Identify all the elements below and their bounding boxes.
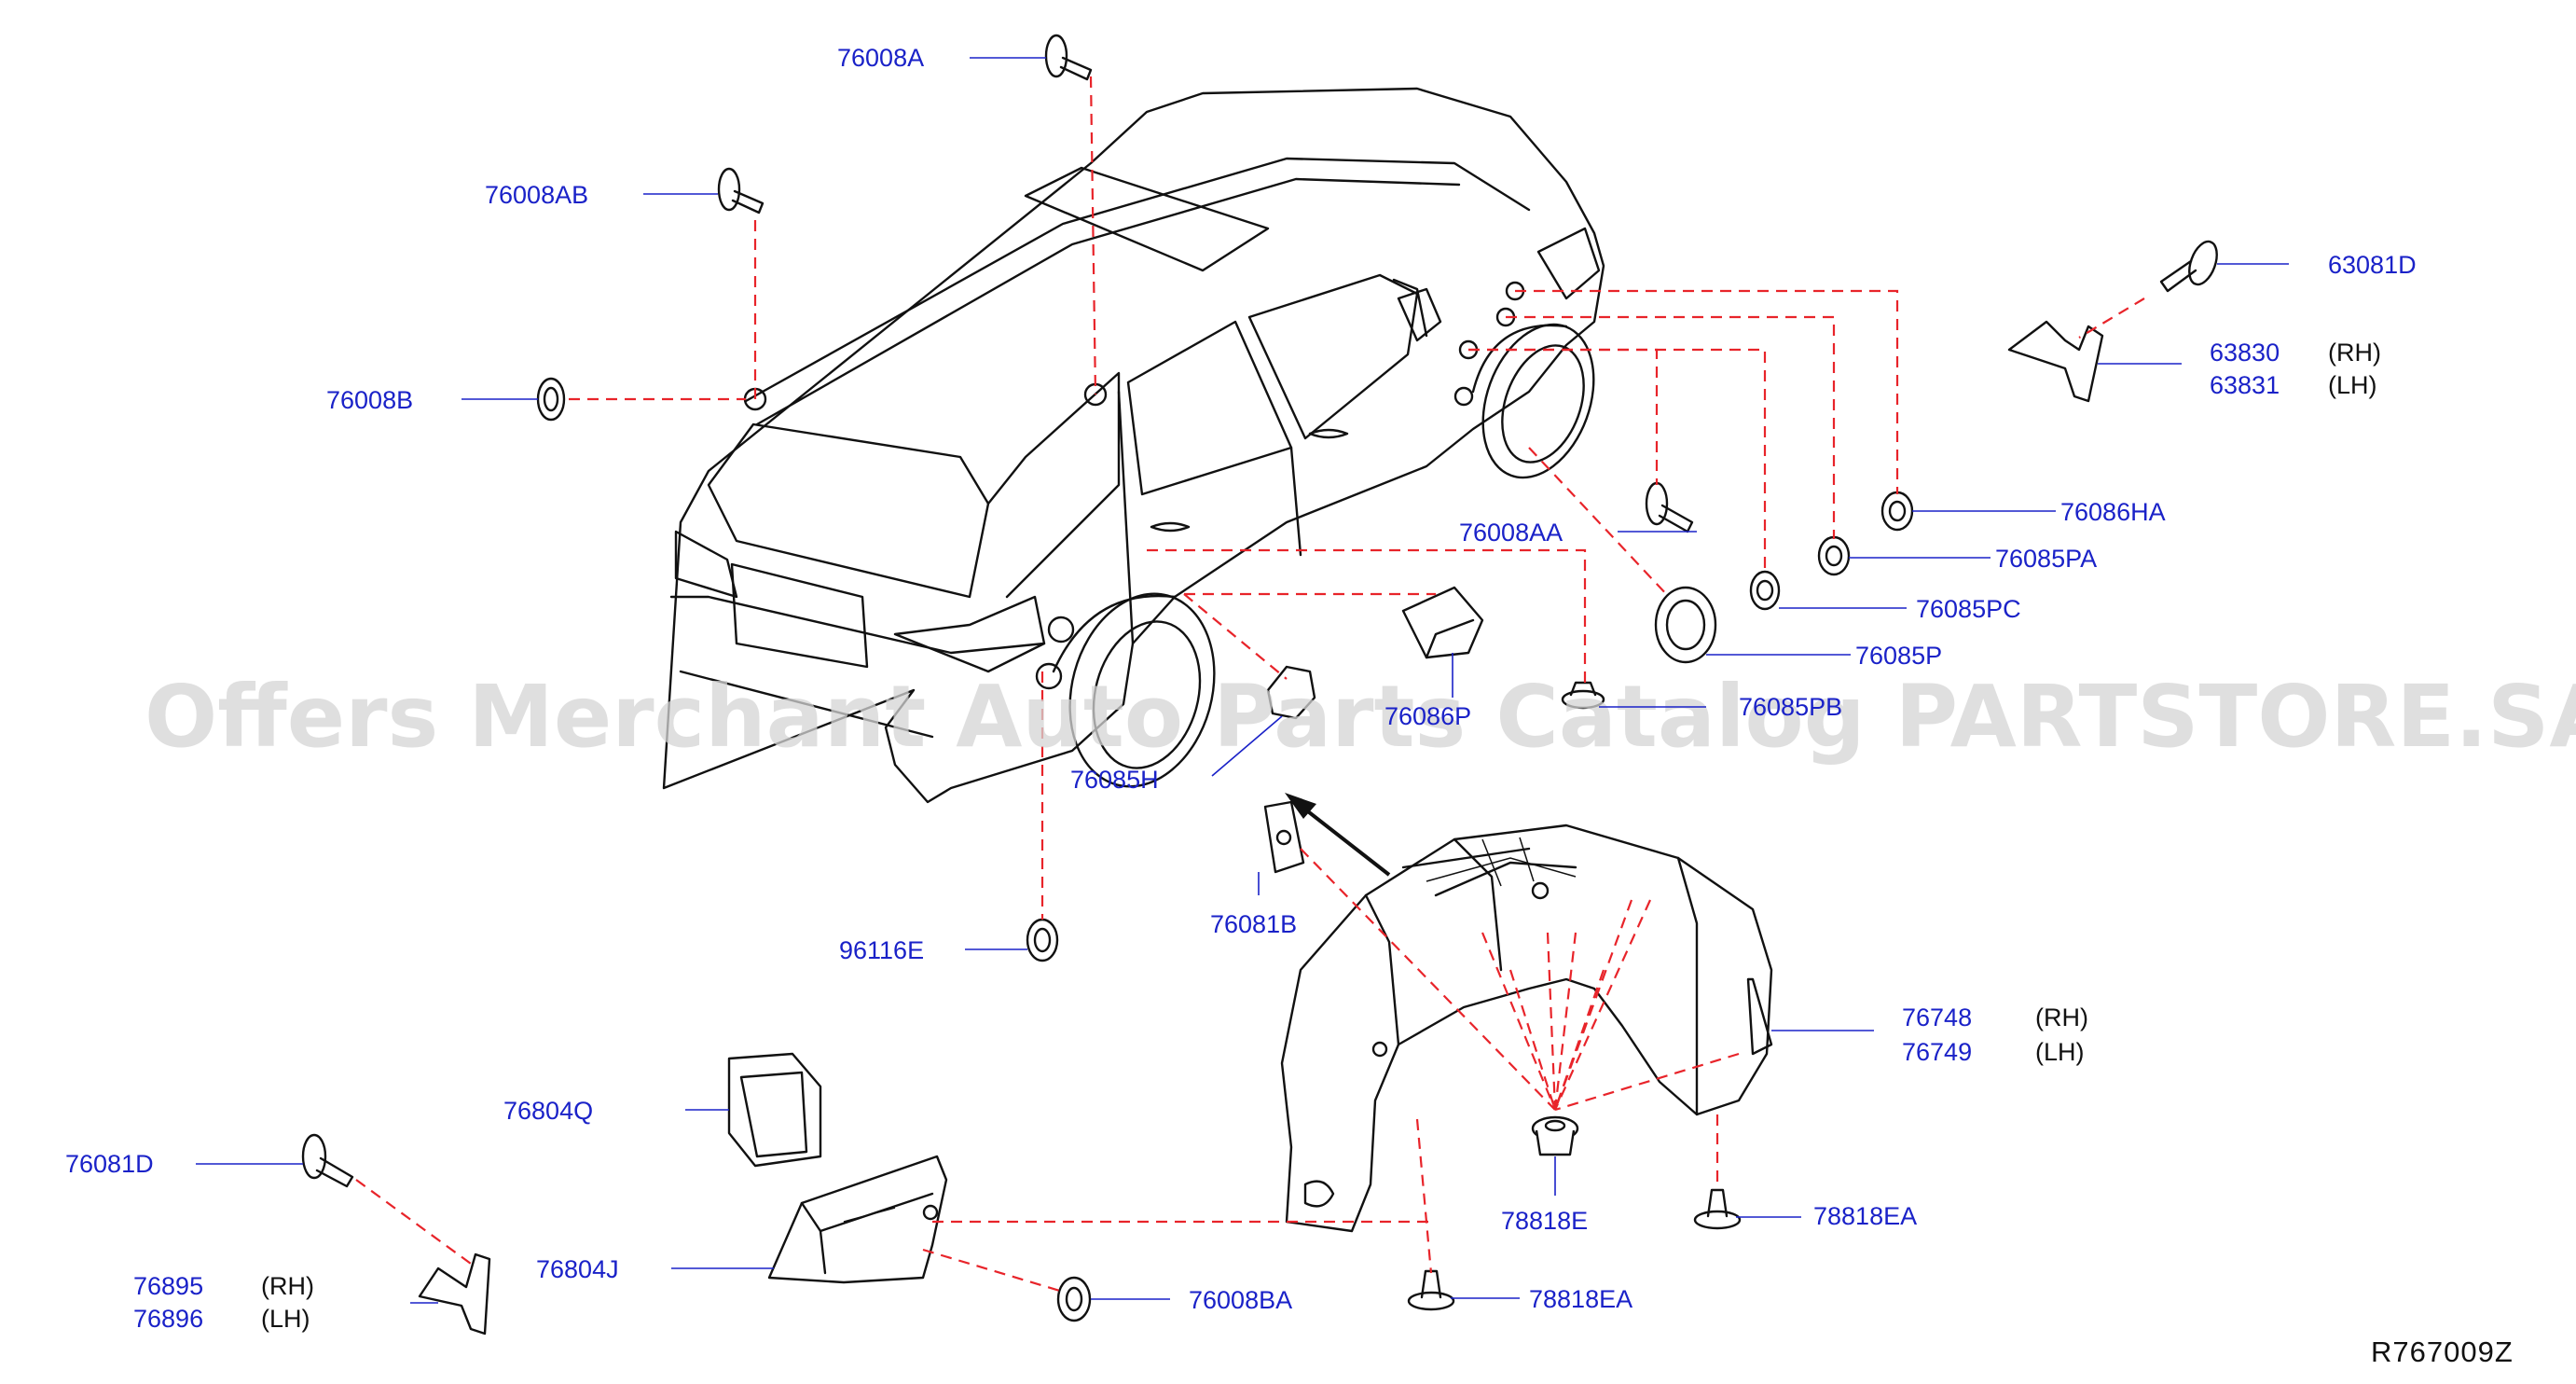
bracket-63830-icon — [2007, 320, 2104, 403]
bolt-76081D-icon — [301, 1133, 354, 1188]
grommet-76085PA-icon — [1817, 535, 1851, 576]
bolt-76008AA-icon — [1645, 481, 1694, 533]
clip-76085PB-icon — [1561, 681, 1605, 710]
direction-arrow-icon — [1285, 793, 1391, 877]
grommet-96116E-icon — [1026, 918, 1059, 962]
bolt-76008A-icon — [1044, 34, 1093, 81]
label-76085H: 76085H — [1070, 766, 1159, 794]
dashed-connection-lines — [355, 76, 2145, 1294]
label-63830-rh: (RH) — [2328, 339, 2381, 367]
label-63831-lh: (LH) — [2328, 371, 2377, 399]
bolt-76008AB-icon — [717, 167, 765, 215]
label-76081B: 76081B — [1210, 910, 1297, 938]
label-76085PA: 76085PA — [1995, 545, 2097, 573]
bolt-63081D-icon — [2159, 240, 2218, 293]
clip-78818EA-1-icon — [1693, 1188, 1742, 1230]
seal-76085H-icon — [1266, 665, 1316, 720]
label-76008B: 76008B — [326, 386, 413, 414]
diagram-code: R767009Z — [2371, 1336, 2514, 1368]
label-78818EA-2: 78818EA — [1529, 1285, 1632, 1313]
watermark-text: Offers Merchant Auto Parts Catalog PARTS… — [145, 667, 2576, 767]
bracket-76895-icon — [418, 1253, 491, 1336]
label-76748-rh: (RH) — [2035, 1003, 2088, 1031]
label-76749: 76749 — [1902, 1038, 1972, 1066]
label-78818E: 78818E — [1501, 1207, 1588, 1235]
label-76896-lh: (LH) — [261, 1305, 310, 1333]
nut-76008B-icon — [536, 377, 566, 422]
label-63831: 63831 — [2210, 371, 2280, 399]
part-labels: 76008A 76008AB 76008B 63081D 63830 (RH) … — [65, 44, 2417, 1333]
clip-78818EA-2-icon — [1407, 1269, 1455, 1311]
box-76804Q-icon — [727, 1052, 822, 1168]
label-76804Q: 76804Q — [503, 1097, 593, 1125]
grommet-76085P-icon — [1654, 586, 1717, 664]
small-parts-illustrations — [301, 34, 2218, 1336]
label-76804J: 76804J — [536, 1255, 619, 1283]
label-76008A: 76008A — [837, 44, 924, 72]
bracket-76804J-icon — [767, 1155, 948, 1284]
label-76748: 76748 — [1902, 1003, 1972, 1031]
car-body-illustration — [662, 87, 1605, 804]
label-96116E: 96116E — [839, 936, 924, 964]
label-76085P: 76085P — [1855, 642, 1942, 670]
label-76008AA: 76008AA — [1459, 519, 1563, 547]
label-76896: 76896 — [133, 1305, 203, 1333]
label-76749-lh: (LH) — [2035, 1038, 2085, 1066]
label-76085PB: 76085PB — [1739, 693, 1842, 721]
clip-76081B-icon — [1263, 800, 1305, 874]
grommet-76085PC-icon — [1749, 570, 1781, 611]
label-76081D: 76081D — [65, 1150, 154, 1178]
label-76086P: 76086P — [1384, 702, 1471, 730]
clip-78818E-icon — [1531, 1115, 1579, 1156]
fender-liner-illustration — [1280, 823, 1773, 1233]
label-76085PC: 76085PC — [1916, 595, 2021, 623]
leader-lines — [196, 57, 2289, 1304]
label-63830: 63830 — [2210, 339, 2280, 367]
grommet-76086HA-icon — [1880, 491, 1914, 532]
label-76086HA: 76086HA — [2060, 498, 2166, 526]
label-76895: 76895 — [133, 1272, 203, 1300]
label-63081D: 63081D — [2328, 251, 2417, 279]
label-78818EA-1: 78818EA — [1813, 1202, 1917, 1230]
nut-76008BA-icon — [1056, 1276, 1092, 1322]
label-76008BA: 76008BA — [1189, 1286, 1292, 1314]
seal-76086P-icon — [1401, 586, 1484, 659]
label-76008AB: 76008AB — [485, 181, 588, 209]
label-76895-rh: (RH) — [261, 1272, 314, 1300]
